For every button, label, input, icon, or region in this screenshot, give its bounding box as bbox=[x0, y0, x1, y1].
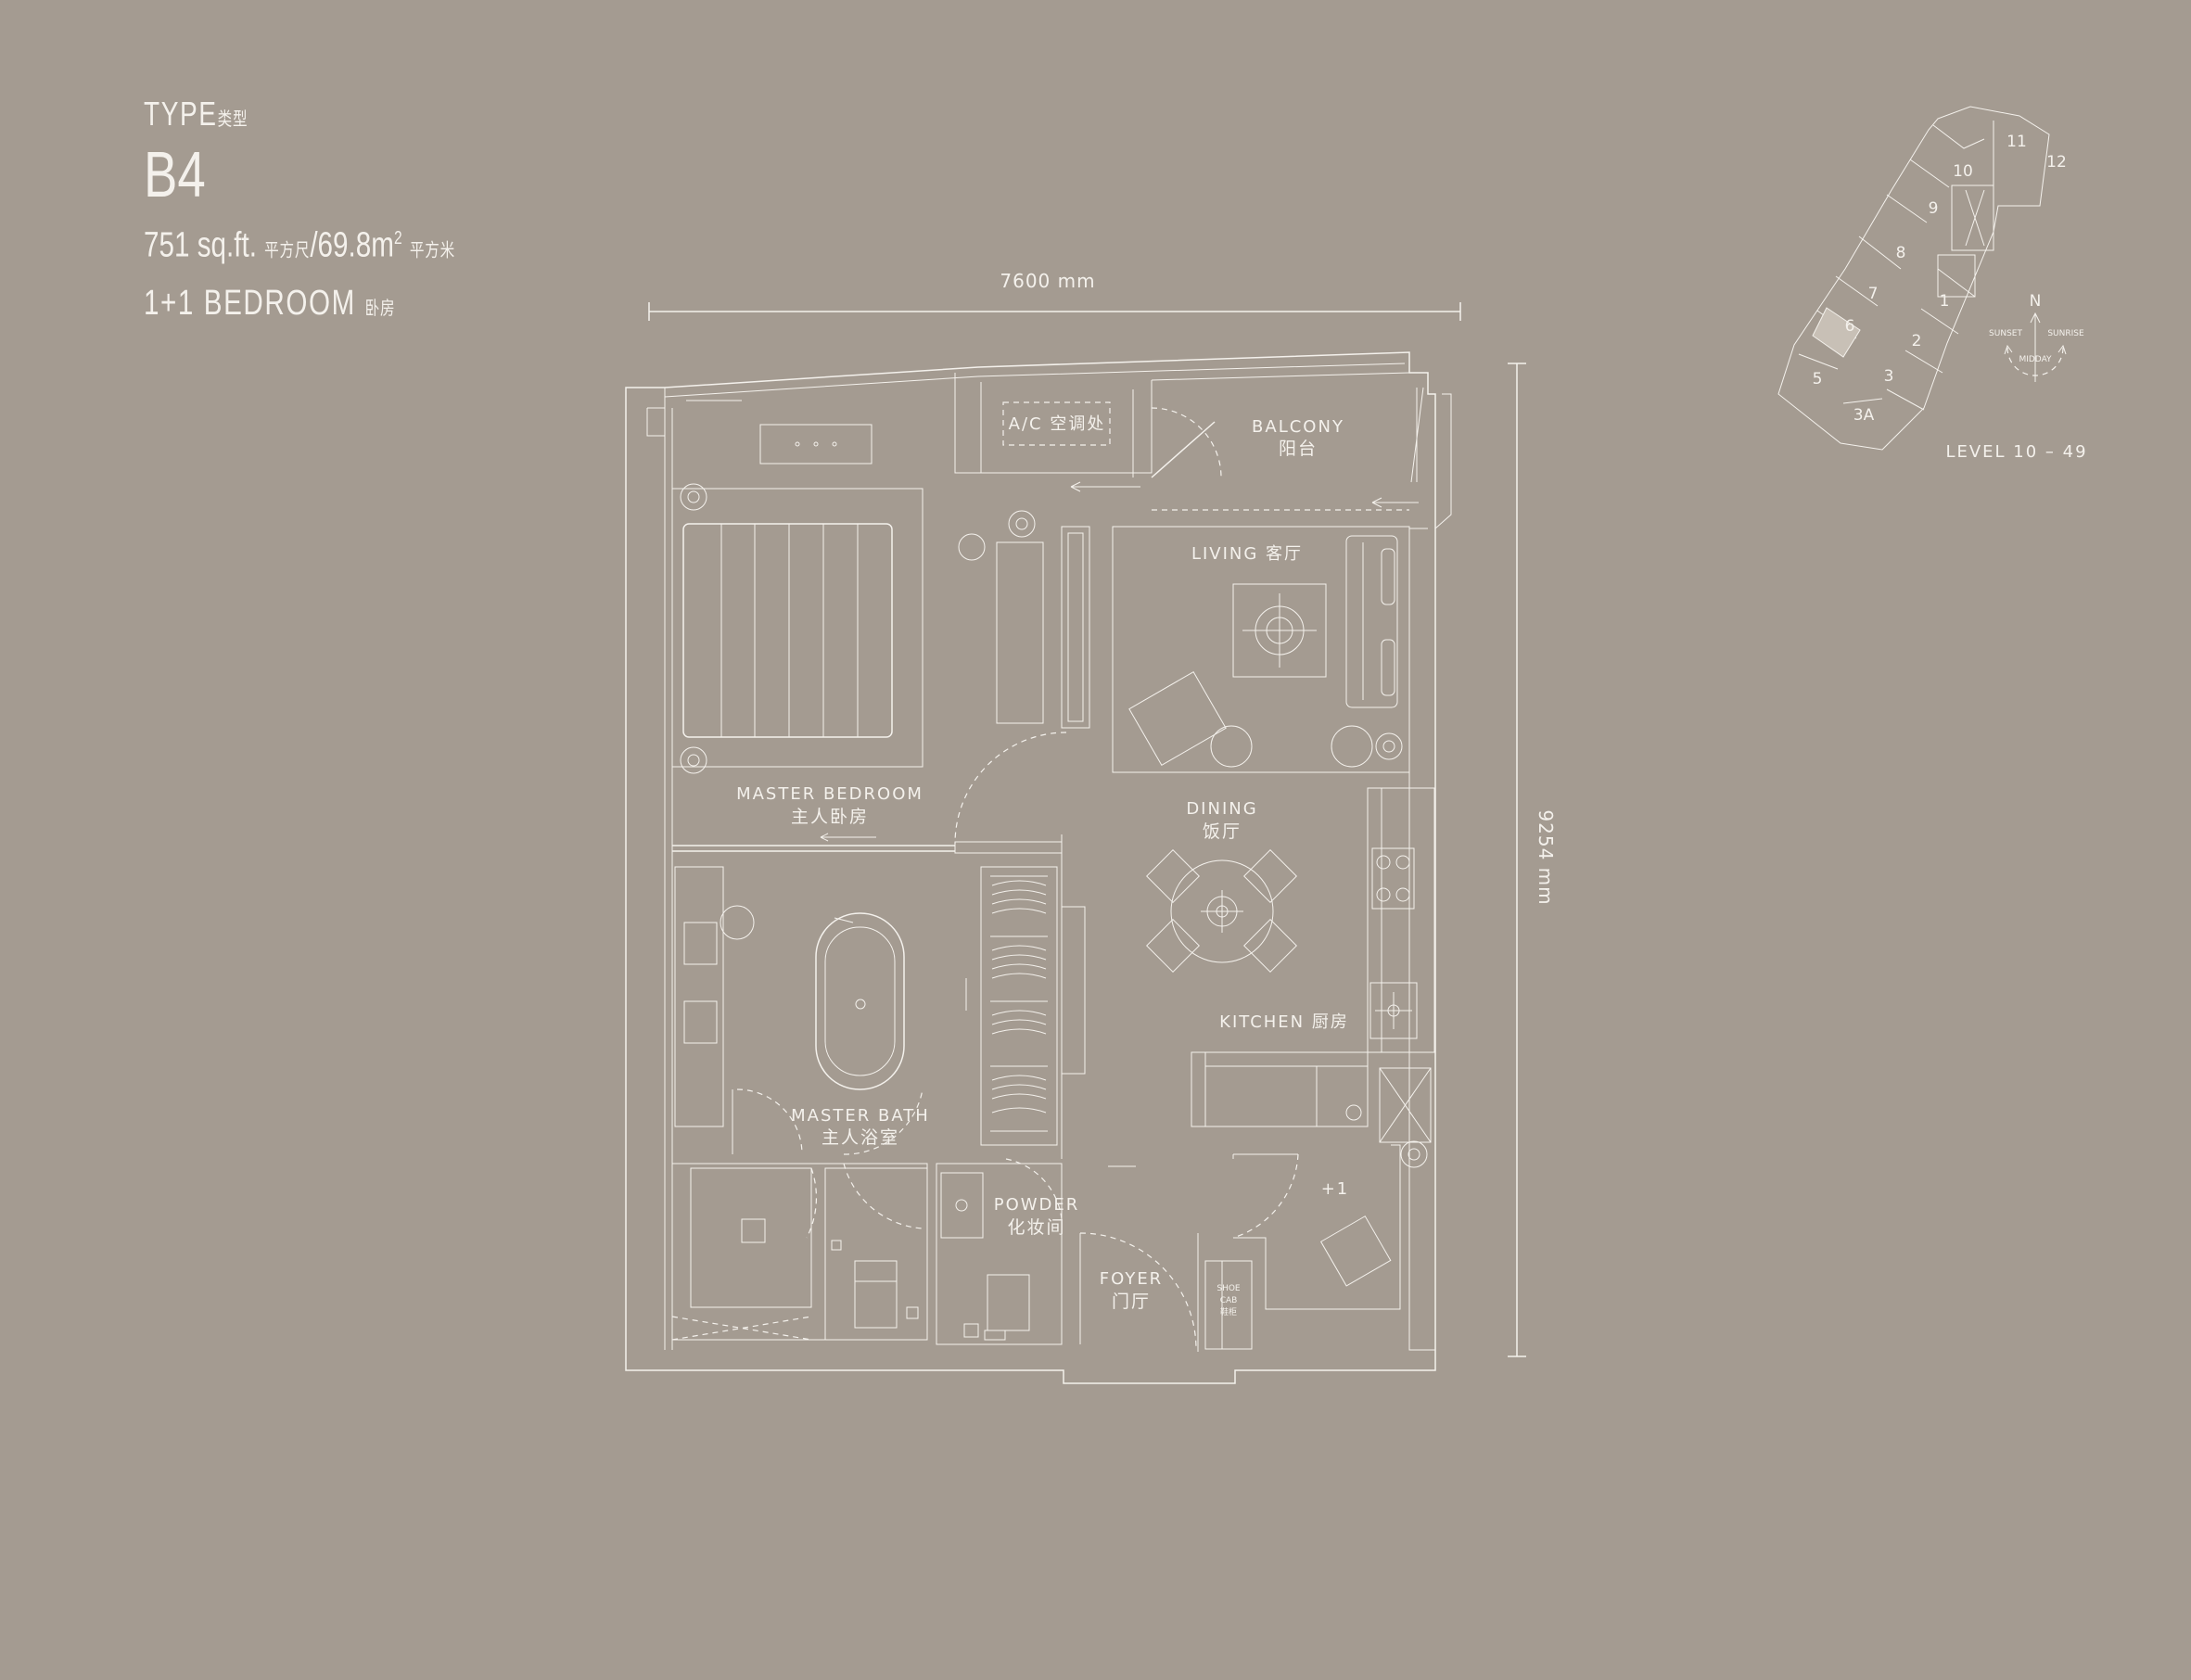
area-separator: / bbox=[310, 225, 318, 265]
foyer-label-cn: 门厅 bbox=[1112, 1292, 1151, 1312]
kitchen-label: KITCHEN 厨房 bbox=[1219, 1012, 1349, 1032]
type-line: TYPE类型 bbox=[144, 97, 455, 136]
study-room bbox=[1232, 1140, 1428, 1310]
bedroom-line: 1+1 BEDROOM 卧房 bbox=[144, 285, 455, 327]
foyer-label: FOYER bbox=[1100, 1269, 1163, 1289]
compass: N SUNSET SUNRISE MIDDAY bbox=[1989, 292, 2084, 382]
width-dimension: 7600 mm bbox=[648, 270, 1461, 321]
balcony-door bbox=[1132, 389, 1222, 478]
key-unit-6: 6 bbox=[1845, 317, 1855, 336]
kitchen-fixtures bbox=[1191, 787, 1435, 1143]
compass-midday-label: MIDDAY bbox=[2019, 355, 2052, 364]
shower-and-wc bbox=[671, 1163, 928, 1341]
area-line: 751 sq.ft. 平方尺/69.8m2 平方米 bbox=[144, 220, 455, 270]
key-unit-7: 7 bbox=[1868, 285, 1879, 303]
living-label: LIVING 客厅 bbox=[1191, 544, 1303, 564]
master-bedroom-furniture bbox=[671, 424, 1090, 845]
cab-label: CAB bbox=[1220, 1296, 1238, 1305]
balcony-label-cn: 阳台 bbox=[1279, 439, 1318, 459]
unit-code: B4 bbox=[144, 138, 206, 210]
key-unit-9: 9 bbox=[1929, 199, 1939, 218]
area-sqft: 751 sq.ft. bbox=[144, 225, 257, 265]
compass-sunrise-label: SUNRISE bbox=[2047, 329, 2084, 338]
depth-label: 9254 mm bbox=[1535, 809, 1557, 905]
shoe-label: SHOE bbox=[1217, 1284, 1241, 1293]
shoe-label-cn: 鞋柜 bbox=[1220, 1306, 1237, 1317]
study-label: +1 bbox=[1321, 1179, 1350, 1199]
unit-header: TYPE类型 B4 751 sq.ft. 平方尺/69.8m2 平方米 1+1 … bbox=[144, 97, 543, 327]
sliding-door-markers bbox=[686, 400, 1419, 508]
master-bedroom-label-cn: 主人卧房 bbox=[791, 807, 869, 827]
key-unit-3a: 3A bbox=[1853, 406, 1875, 425]
master-bath-label-cn: 主人浴室 bbox=[822, 1127, 899, 1148]
key-unit-12: 12 bbox=[2046, 153, 2067, 172]
key-unit-8: 8 bbox=[1896, 244, 1906, 262]
ac-label: A/C 空调处 bbox=[1009, 414, 1106, 434]
key-unit-11: 11 bbox=[2006, 133, 2027, 151]
living-furniture bbox=[1112, 526, 1410, 773]
depth-dimension: 9254 mm bbox=[1508, 363, 1557, 1357]
key-unit-1: 1 bbox=[1940, 292, 1950, 311]
area-sqft-cn: 平方尺 bbox=[264, 240, 311, 261]
shoe-cabinet bbox=[1204, 1260, 1253, 1350]
dining-furniture bbox=[1146, 849, 1297, 973]
type-label: TYPE bbox=[144, 95, 218, 133]
width-label: 7600 mm bbox=[1000, 270, 1095, 292]
area-sqm-sup: 2 bbox=[393, 228, 402, 248]
bedroom-count: 1+1 BEDROOM bbox=[144, 283, 356, 323]
key-unit-3: 3 bbox=[1884, 367, 1894, 386]
dining-label: DINING bbox=[1186, 799, 1257, 819]
compass-north-label: N bbox=[2030, 292, 2042, 311]
balcony-rail bbox=[1151, 372, 1424, 511]
ac-ledge: A/C 空调处 bbox=[1002, 401, 1111, 446]
key-unit-5: 5 bbox=[1813, 370, 1823, 388]
dining-label-cn: 饭厅 bbox=[1203, 821, 1242, 842]
powder-label: POWDER bbox=[994, 1195, 1080, 1215]
powder-fixtures bbox=[936, 1158, 1136, 1345]
powder-label-cn: 化妆间 bbox=[1007, 1217, 1065, 1238]
wall-hatch bbox=[954, 841, 1063, 854]
compass-sunset-label: SUNSET bbox=[1989, 329, 2022, 338]
bedroom-slide-arrow bbox=[820, 833, 876, 842]
key-unit-2: 2 bbox=[1912, 332, 1922, 350]
foyer-door bbox=[1061, 1215, 1199, 1352]
level-label: LEVEL 10 – 49 bbox=[1945, 442, 2087, 462]
area-sqm-cn: 平方米 bbox=[409, 240, 455, 261]
master-bath-label: MASTER BATH bbox=[791, 1106, 930, 1126]
key-unit-10: 10 bbox=[1953, 162, 1973, 181]
bed-bath-wall bbox=[672, 845, 955, 852]
master-bath-fixtures bbox=[674, 866, 1086, 1155]
bedroom-cn: 卧房 bbox=[364, 298, 396, 319]
type-label-cn: 类型 bbox=[217, 109, 248, 130]
sun-path-icon bbox=[2006, 347, 2064, 376]
area-sqm: 69.8m bbox=[317, 225, 394, 265]
key-plan: 11 12 10 9 8 7 1 6 2 5 3 3A LEVEL 10 – 4… bbox=[1777, 106, 2087, 462]
master-bedroom-label: MASTER BEDROOM bbox=[736, 784, 924, 804]
balcony-label: BALCONY bbox=[1252, 417, 1344, 437]
